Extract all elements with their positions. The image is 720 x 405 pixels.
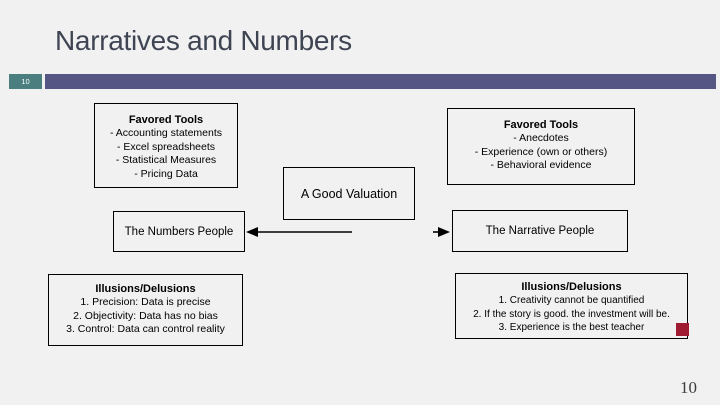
numbers-favored-tools-item: - Accounting statements bbox=[109, 127, 223, 139]
numbers-favored-tools-title: Favored Tools bbox=[128, 114, 204, 126]
narrative-illusions-title: Illusions/Delusions bbox=[521, 281, 622, 293]
numbers-favored-tools-item: - Statistical Measures bbox=[115, 154, 217, 166]
narrative-illusions-item: 3. Experience is the best teacher bbox=[498, 322, 645, 333]
numbers-favored-tools-box: Favored Tools - Accounting statements - … bbox=[94, 103, 238, 188]
slide-number-badge: 10 bbox=[9, 74, 42, 89]
narrative-favored-tools-box: Favored Tools - Anecdotes - Experience (… bbox=[447, 108, 635, 185]
narrative-illusions-box: Illusions/Delusions 1. Creativity cannot… bbox=[455, 273, 688, 339]
narrative-favored-tools-item: - Experience (own or others) bbox=[474, 145, 608, 158]
narrative-favored-tools-item: - Behavioral evidence bbox=[490, 159, 592, 171]
good-valuation-box: A Good Valuation bbox=[283, 167, 415, 220]
numbers-illusions-item: 3. Control: Data can control reality bbox=[66, 323, 225, 335]
red-accent-square bbox=[676, 323, 689, 336]
numbers-illusions-box: Illusions/Delusions 1. Precision: Data i… bbox=[48, 274, 243, 346]
numbers-illusions-title: Illusions/Delusions bbox=[95, 283, 196, 295]
numbers-people-box: The Numbers People bbox=[113, 211, 245, 252]
numbers-illusions-item: 1. Precision: Data is precise bbox=[80, 296, 211, 308]
narrative-favored-tools-title: Favored Tools bbox=[503, 119, 579, 131]
narrative-favored-tools-item: - Anecdotes bbox=[513, 132, 569, 144]
header-accent-bar bbox=[45, 74, 716, 89]
slide-number-badge-text: 10 bbox=[21, 76, 30, 86]
numbers-favored-tools-item: - Excel spreadsheets bbox=[116, 140, 216, 153]
numbers-favored-tools-item: - Pricing Data bbox=[134, 167, 198, 180]
narrative-illusions-item: 1. Creativity cannot be quantified bbox=[498, 295, 645, 306]
slide-title: Narratives and Numbers bbox=[55, 25, 352, 56]
arrow-to-narrative-people bbox=[433, 227, 450, 237]
narrative-illusions-item: 2. If the story is good. the investment … bbox=[473, 308, 670, 320]
page-number: 10 bbox=[680, 378, 697, 397]
numbers-illusions-item: 2. Objectivity: Data has no bias bbox=[73, 309, 218, 322]
arrow-to-numbers-people bbox=[246, 227, 352, 237]
narrative-people-box: The Narrative People bbox=[452, 210, 628, 252]
